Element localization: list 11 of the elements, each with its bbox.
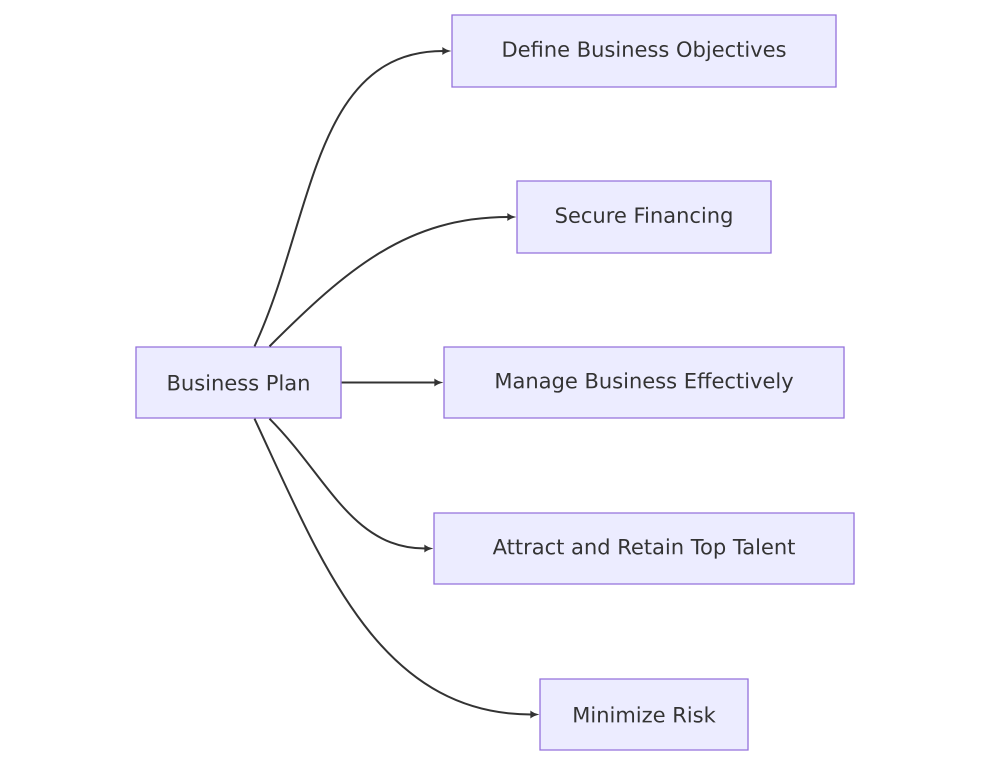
process-box: Business Plan — [135, 346, 342, 419]
process-box: Define Business Objectives — [451, 14, 837, 88]
process-box: Attract and Retain Top Talent — [433, 512, 855, 585]
arrow — [342, 379, 442, 386]
arrow — [268, 214, 514, 348]
process-box: Minimize Risk — [539, 678, 749, 751]
arrow — [268, 418, 432, 552]
arrow — [254, 48, 450, 347]
process-box: Secure Financing — [516, 180, 772, 254]
arrow — [254, 418, 538, 718]
process-box: Manage Business Effectively — [443, 346, 845, 419]
